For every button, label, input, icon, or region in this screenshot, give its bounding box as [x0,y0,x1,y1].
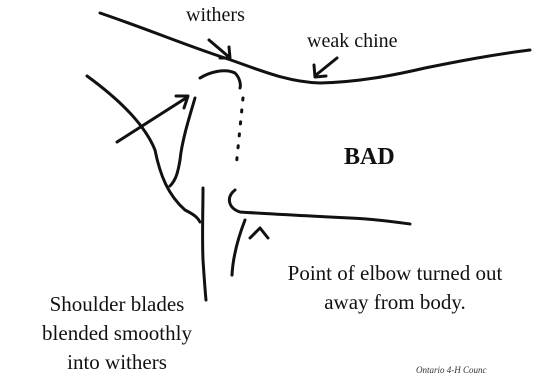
blades-caption-line-1: Shoulder blades [2,290,232,319]
shoulder-blade-line [170,98,195,186]
elbow-curve [229,190,410,224]
forearm-line [232,220,245,275]
verdict-label: BAD [344,144,395,172]
chine-arrow [316,58,337,75]
shoulder-blades-caption: Shoulder blades blended smoothly into wi… [2,290,232,377]
elbow-caption-line-2: away from body. [255,288,535,317]
front-leg-back [203,188,206,300]
blades-caption-line-2: blended smoothly [2,319,232,348]
withers-label: withers [186,4,245,27]
shoulder-dotted-line [236,98,243,168]
shoulder-arrow [117,98,186,142]
blades-caption-line-3: into withers [2,348,232,377]
withers-bump [200,71,240,88]
credit-text: Ontario 4-H Counc [416,365,487,375]
elbow-arrow [250,228,268,238]
elbow-caption: Point of elbow turned out away from body… [255,259,535,317]
elbow-caption-line-1: Point of elbow turned out [255,259,535,288]
weak-chine-label: weak chine [307,30,398,53]
